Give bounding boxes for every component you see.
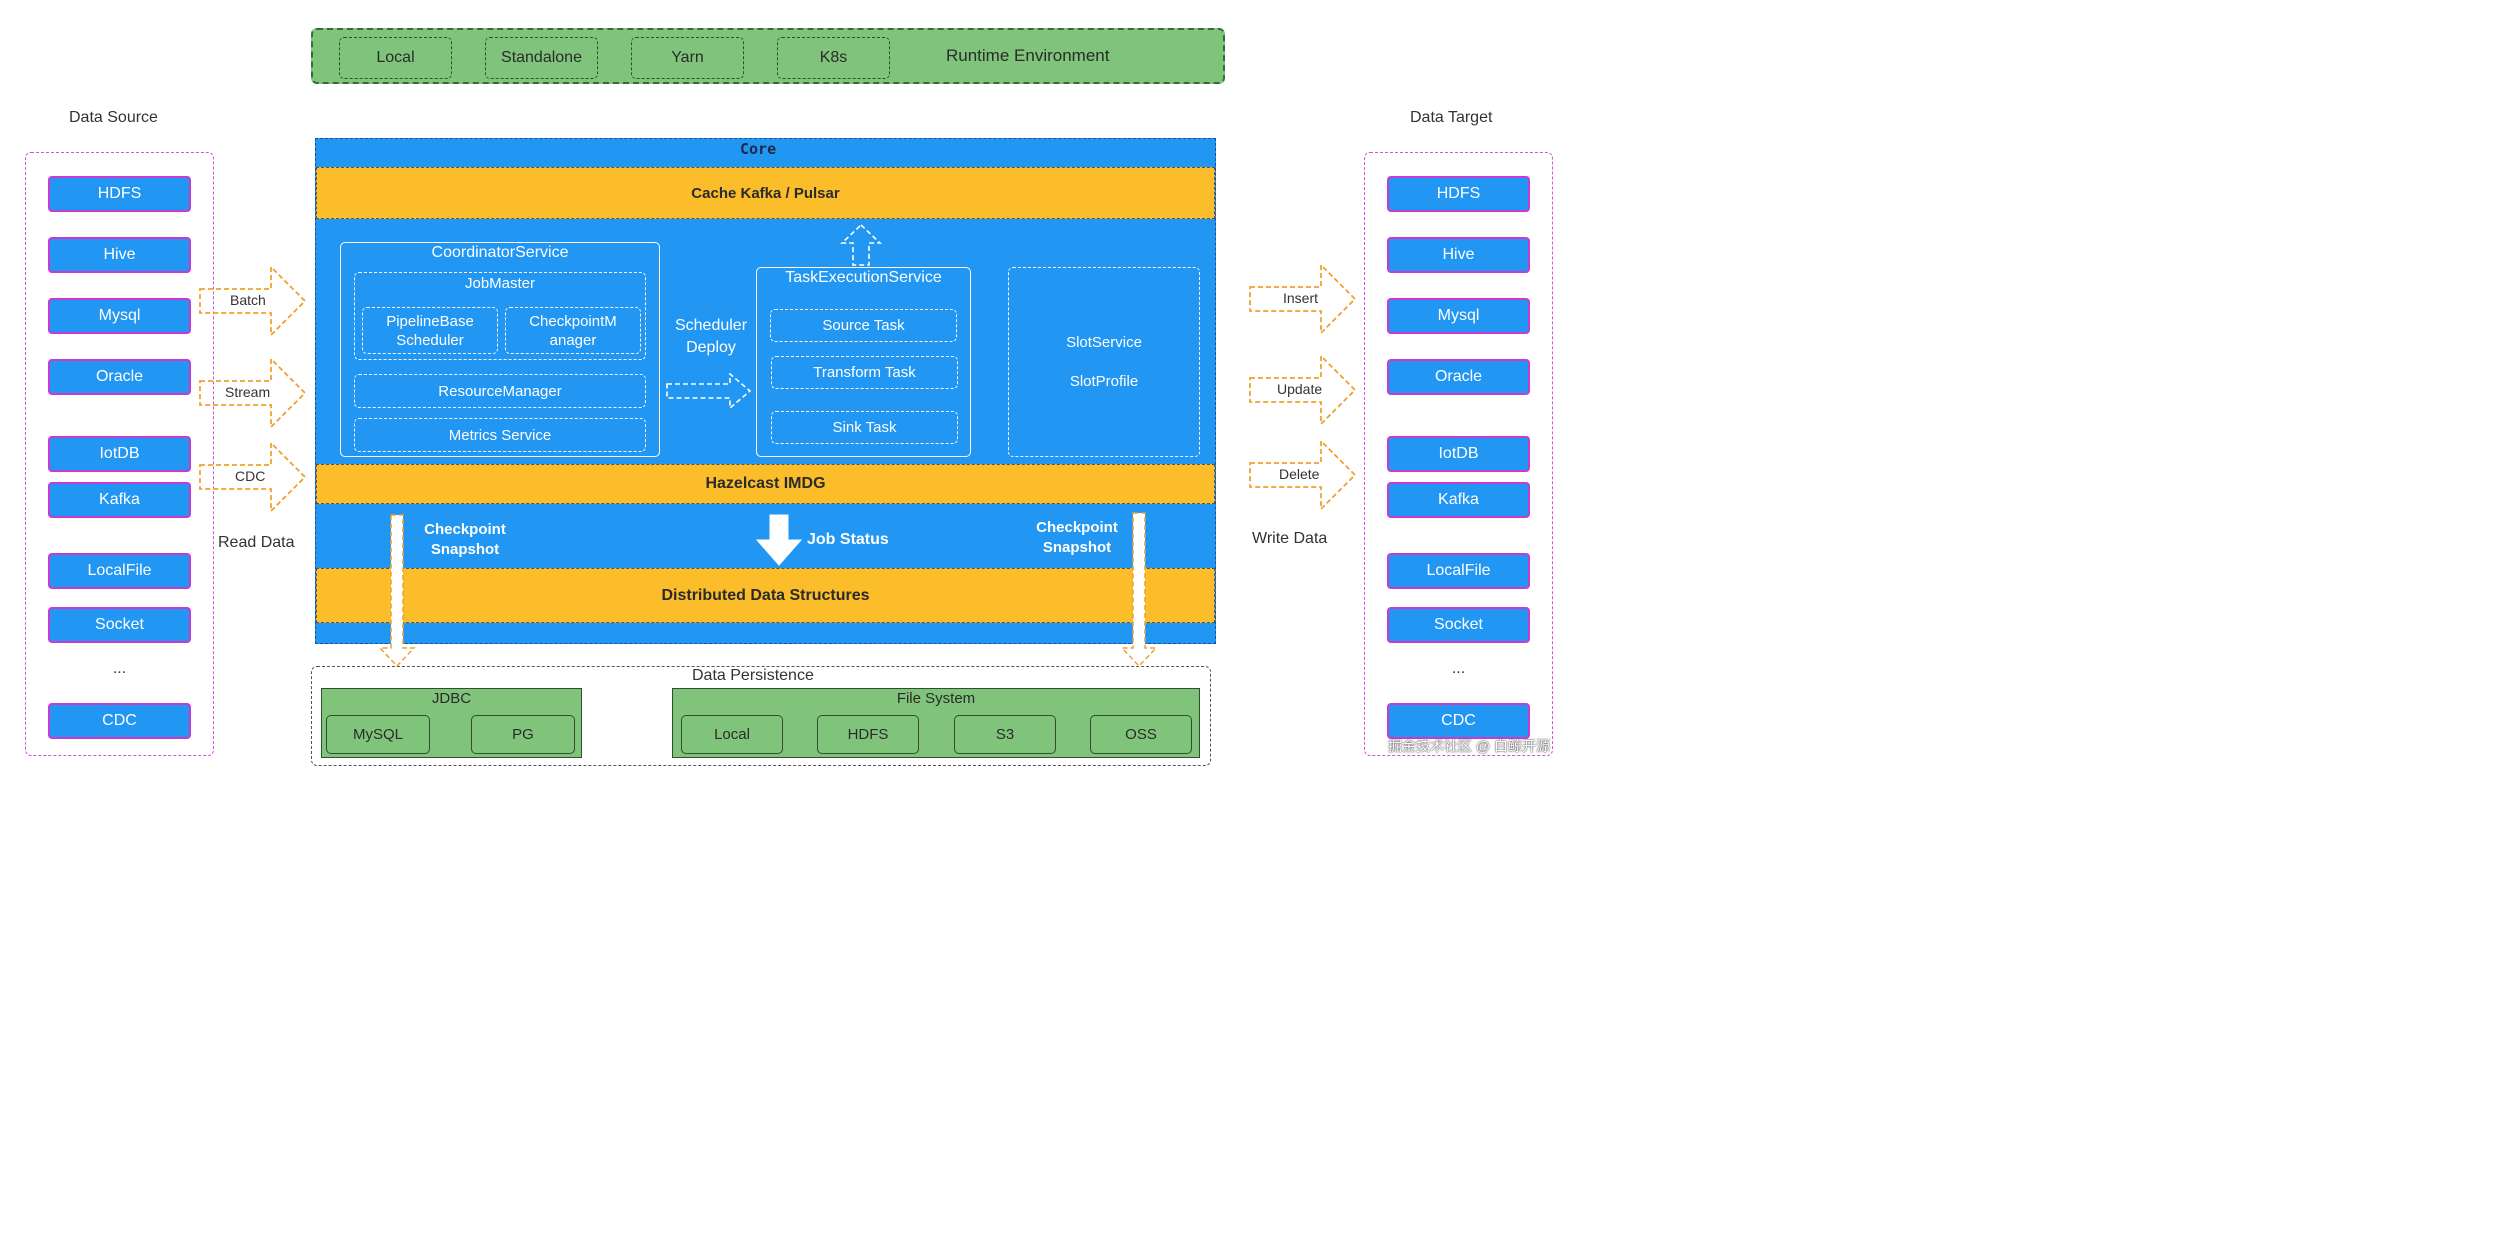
write-data-label: Write Data bbox=[1252, 530, 1328, 547]
fs-oss: OSS bbox=[1090, 715, 1192, 754]
data-source-title: Data Source bbox=[69, 109, 158, 126]
cdc-label: CDC bbox=[235, 468, 266, 484]
core-panel bbox=[315, 138, 1216, 644]
fs-local: Local bbox=[681, 715, 783, 754]
scheduler-deploy-label: Scheduler Deploy bbox=[674, 317, 748, 356]
file-system-title: File System bbox=[896, 689, 976, 707]
task-execution-service-box bbox=[756, 267, 971, 457]
delete-arrow bbox=[1249, 440, 1357, 510]
jdbc-title: JDBC bbox=[431, 689, 472, 707]
jobmaster-title: JobMaster bbox=[464, 274, 536, 292]
resource-manager: ResourceManager bbox=[354, 374, 646, 408]
distributed-data-structures-bar: Distributed Data Structures bbox=[316, 568, 1215, 623]
runtime-yarn: Yarn bbox=[631, 37, 744, 79]
checkpoint-manager: CheckpointM anager bbox=[505, 307, 641, 354]
cache-kafka-pulsar-bar: Cache Kafka / Pulsar bbox=[316, 167, 1215, 219]
source-hive: Hive bbox=[48, 237, 191, 273]
read-data-label: Read Data bbox=[218, 534, 295, 551]
target-oracle: Oracle bbox=[1387, 359, 1530, 395]
update-arrow bbox=[1249, 355, 1357, 425]
sink-task: Sink Task bbox=[771, 411, 958, 444]
source-oracle: Oracle bbox=[48, 359, 191, 395]
runtime-k8s: K8s bbox=[777, 37, 890, 79]
jobmaster-box bbox=[354, 272, 646, 360]
checkpoint-right-arrow bbox=[1120, 512, 1158, 673]
up-arrow bbox=[839, 223, 883, 271]
target-iotdb: IotDB bbox=[1387, 436, 1530, 472]
stream-arrow bbox=[199, 358, 307, 428]
hazelcast-imdg-bar: Hazelcast IMDG bbox=[316, 464, 1215, 504]
source-kafka: Kafka bbox=[48, 482, 191, 518]
coordinator-service-title: CoordinatorService bbox=[431, 244, 569, 261]
data-target-panel bbox=[1364, 152, 1553, 756]
slot-service-label: SlotService bbox=[1066, 333, 1142, 351]
insert-label: Insert bbox=[1283, 290, 1319, 306]
target-ellipsis: ... bbox=[1451, 660, 1466, 677]
coordinator-service-box bbox=[340, 242, 660, 457]
runtime-local: Local bbox=[339, 37, 452, 79]
pipeline-base-scheduler: PipelineBase Scheduler bbox=[362, 307, 498, 354]
source-socket: Socket bbox=[48, 607, 191, 643]
deploy-arrow bbox=[666, 372, 752, 414]
task-execution-service-title: TaskExecutionService bbox=[785, 269, 942, 286]
runtime-environment-panel bbox=[311, 28, 1225, 84]
target-kafka: Kafka bbox=[1387, 482, 1530, 518]
data-target-title: Data Target bbox=[1410, 109, 1493, 126]
fs-hdfs: HDFS bbox=[817, 715, 919, 754]
target-socket: Socket bbox=[1387, 607, 1530, 643]
source-localfile: LocalFile bbox=[48, 553, 191, 589]
target-hive: Hive bbox=[1387, 237, 1530, 273]
insert-arrow bbox=[1249, 264, 1357, 334]
core-title: Core bbox=[740, 140, 777, 158]
jdbc-pg: PG bbox=[471, 715, 575, 754]
source-task: Source Task bbox=[770, 309, 957, 342]
runtime-environment-label: Runtime Environment bbox=[946, 46, 1110, 65]
checkpoint-snapshot-left-label: Checkpoint Snapshot bbox=[424, 521, 506, 558]
data-persistence-title: Data Persistence bbox=[692, 667, 814, 684]
source-hdfs: HDFS bbox=[48, 176, 191, 212]
update-label: Update bbox=[1277, 381, 1323, 397]
checkpoint-snapshot-right-label: Checkpoint Snapshot bbox=[1036, 519, 1118, 556]
source-ellipsis: ... bbox=[112, 660, 127, 677]
target-hdfs: HDFS bbox=[1387, 176, 1530, 212]
data-source-panel bbox=[25, 152, 214, 756]
transform-task: Transform Task bbox=[771, 356, 958, 389]
source-cdc: CDC bbox=[48, 703, 191, 739]
slot-profile-label: SlotProfile bbox=[1069, 372, 1139, 390]
slot-service-box bbox=[1008, 267, 1200, 457]
source-mysql: Mysql bbox=[48, 298, 191, 334]
cdc-arrow bbox=[199, 442, 307, 512]
batch-arrow bbox=[199, 266, 307, 336]
jdbc-mysql: MySQL bbox=[326, 715, 430, 754]
target-mysql: Mysql bbox=[1387, 298, 1530, 334]
stream-label: Stream bbox=[225, 384, 271, 400]
target-cdc: CDC bbox=[1387, 703, 1530, 739]
target-localfile: LocalFile bbox=[1387, 553, 1530, 589]
watermark: 掘金技术社区 @ 白鲸开源 bbox=[1388, 738, 1550, 754]
job-status-label: Job Status bbox=[807, 531, 889, 548]
source-iotdb: IotDB bbox=[48, 436, 191, 472]
batch-label: Batch bbox=[230, 292, 266, 308]
metrics-service: Metrics Service bbox=[354, 418, 646, 452]
delete-label: Delete bbox=[1279, 466, 1320, 482]
runtime-standalone: Standalone bbox=[485, 37, 598, 79]
checkpoint-left-arrow bbox=[378, 514, 416, 673]
fs-s3: S3 bbox=[954, 715, 1056, 754]
job-status-arrow bbox=[755, 514, 803, 571]
data-persistence-panel bbox=[311, 666, 1211, 766]
